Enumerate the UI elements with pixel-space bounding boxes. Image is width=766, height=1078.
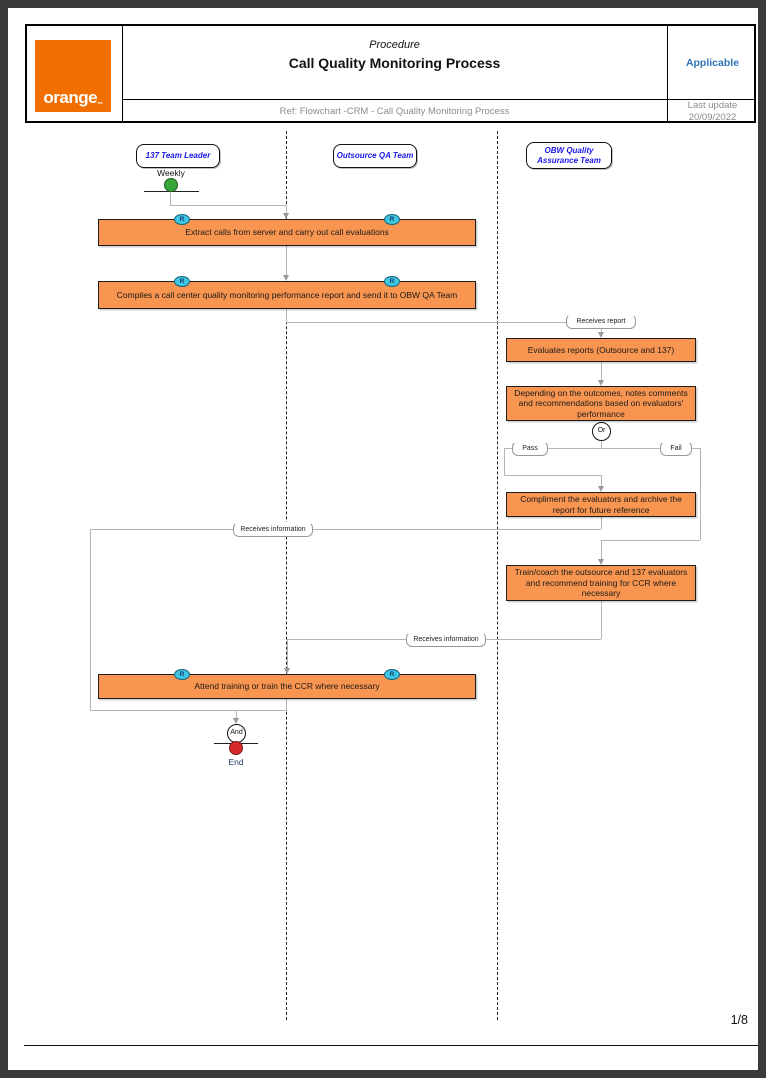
process-box-text: Compliment the evaluators and archive th…: [520, 494, 682, 515]
process-box-evaluates: Evaluates reports (Outsource and 137): [506, 338, 696, 362]
annotation-fail: Fail: [660, 441, 692, 456]
responsible-badge: R: [174, 214, 190, 225]
process-box-text: Evaluates reports (Outsource and 137): [527, 344, 675, 355]
process-box-compliment: Compliment the evaluators and archive th…: [506, 492, 696, 517]
flow-connector: [170, 192, 171, 205]
flow-connector: [504, 475, 601, 476]
process-box-text: Compiles a call center quality monitorin…: [116, 289, 458, 300]
flow-connector: [601, 362, 602, 381]
process-box-text: Attend training or train the CCR where n…: [194, 681, 380, 692]
arrowhead-icon: [283, 275, 289, 281]
responsible-badge: R: [384, 214, 400, 225]
header-divider: [122, 99, 754, 100]
process-box-text: Depending on the outcomes, notes comment…: [514, 387, 688, 419]
flow-connector: [90, 710, 287, 711]
end-event-label: End: [228, 757, 244, 767]
flow-connector: [601, 540, 700, 541]
process-box-text: Train/coach the outsource and 137 evalua…: [514, 567, 688, 599]
flow-connector: [170, 205, 287, 206]
lane-header-obw-quality-assurance-team: OBW Quality Assurance Team: [526, 142, 612, 169]
process-box-depending: Depending on the outcomes, notes comment…: [506, 386, 696, 421]
annotation-receives-information: Receives information: [406, 632, 486, 647]
flow-connector: [700, 448, 701, 540]
or-gateway: Or: [592, 422, 611, 441]
flow-connector: [504, 448, 700, 449]
flow-connector: [90, 529, 601, 530]
lane-header-label: 137 Team Leader: [145, 151, 211, 160]
applicable-badge: Applicable: [685, 56, 740, 69]
flow-connector: [601, 517, 602, 529]
flow-connector: [286, 322, 601, 323]
lane-header-outsource-qa-team: Outsource QA Team: [333, 144, 417, 168]
footer-rule: [24, 1045, 758, 1046]
flow-connector: [601, 441, 602, 449]
arrowhead-icon: [598, 380, 604, 386]
lane-divider: [497, 131, 498, 1020]
trademark-symbol: ™: [97, 102, 103, 108]
process-box-extract: R R Extract calls from server and carry …: [98, 214, 476, 246]
flow-connector: [286, 309, 287, 323]
process-box-text: Extract calls from server and carry out …: [185, 227, 389, 238]
lane-divider: [286, 131, 287, 1020]
flow-connector: [504, 448, 505, 475]
page-title: Call Quality Monitoring Process: [288, 55, 501, 71]
process-box-train-coach: Train/coach the outsource and 137 evalua…: [506, 565, 696, 601]
flow-connector: [287, 639, 288, 668]
responsible-badge: R: [174, 669, 190, 680]
process-box-compiles: R R Compiles a call center quality monit…: [98, 276, 476, 309]
lane-header-label: Outsource QA Team: [336, 151, 414, 160]
lane-header-137-team-leader: 137 Team Leader: [136, 144, 220, 168]
flow-connector: [90, 529, 91, 710]
flow-connector: [286, 205, 287, 214]
responsible-badge: R: [384, 669, 400, 680]
annotation-receives-information: Receives information: [233, 522, 313, 537]
flow-connector: [601, 540, 602, 560]
flow-connector: [601, 475, 602, 487]
orange-logo-text: orange: [43, 88, 98, 107]
flow-connector: [286, 246, 287, 276]
doc-type-label: Procedure: [369, 39, 420, 51]
arrowhead-icon: [233, 718, 239, 724]
flow-connector: [286, 699, 287, 710]
end-event-icon: [229, 741, 243, 755]
arrowhead-icon: [284, 668, 290, 674]
process-box-attend-training: R R Attend training or train the CCR whe…: [98, 669, 476, 699]
ref-text: Ref: Flowchart -CRM - Call Quality Monit…: [279, 106, 510, 117]
start-event-label: Weekly: [157, 168, 185, 178]
last-update-date: 20/09/2022: [688, 112, 737, 123]
flow-connector: [601, 601, 602, 639]
start-event-icon: [164, 178, 178, 192]
header-divider: [667, 26, 668, 121]
arrowhead-icon: [598, 332, 604, 338]
page-number: 1/8: [730, 1013, 748, 1027]
header-divider: [122, 26, 123, 121]
last-update: Last update 20/09/2022: [667, 100, 758, 124]
responsible-badge: R: [174, 276, 190, 287]
responsible-badge: R: [384, 276, 400, 287]
arrowhead-icon: [283, 213, 289, 219]
last-update-label: Last update: [687, 100, 738, 111]
lane-header-label: OBW Quality Assurance Team: [537, 145, 601, 165]
arrowhead-icon: [598, 486, 604, 492]
annotation-pass: Pass: [512, 441, 548, 456]
flow-connector: [236, 710, 237, 719]
annotation-receives-report: Receives report: [566, 314, 636, 329]
arrowhead-icon: [598, 559, 604, 565]
